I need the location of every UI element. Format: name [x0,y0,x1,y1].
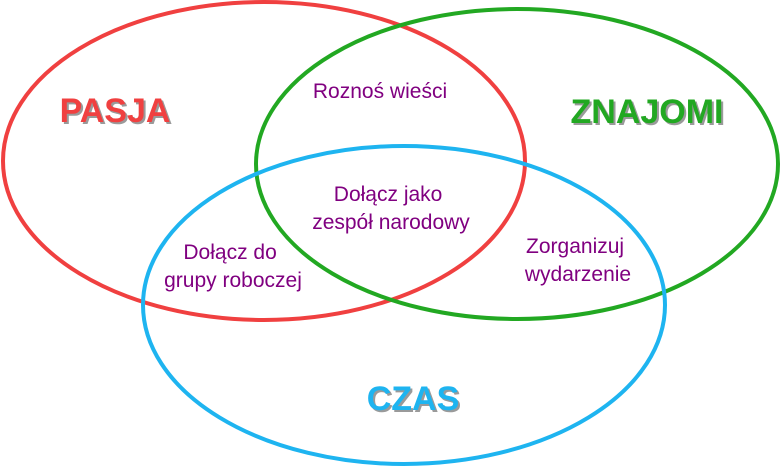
region-znajomi-czas: Zorganizuj wydarzenie [524,235,631,286]
region-pasja-czas: Dołącz do grupy roboczej [164,241,302,292]
region-pasja-czas-line-1: Dołącz do [183,241,276,264]
region-pasja-znajomi-line-1: Roznoś wieści [313,80,447,103]
czas-ellipse [141,144,667,466]
region-pasja-czas-line-2: grupy roboczej [164,269,302,292]
pasja-label-shadow: PASJA [62,94,173,132]
pasja-label: PASJA [60,92,171,130]
region-all-three-line-1: Dołącz jako [334,183,443,206]
region-pasja-znajomi: Roznoś wieści [313,80,447,103]
znajomi-label-shadow: ZNAJOMI [573,95,726,133]
znajomi-ellipse [254,7,780,321]
czas-label-shadow: CZAS [369,382,462,420]
region-znajomi-czas-line-2: wydarzenie [524,263,631,286]
region-all-three: Dołącz jako zespół narodowy [312,183,470,234]
czas-label: CZAS [367,380,460,418]
region-all-three-line-2: zespół narodowy [312,211,470,234]
pasja-ellipse [1,0,527,322]
region-znajomi-czas-line-1: Zorganizuj [526,235,624,258]
znajomi-label: ZNAJOMI [571,93,724,131]
